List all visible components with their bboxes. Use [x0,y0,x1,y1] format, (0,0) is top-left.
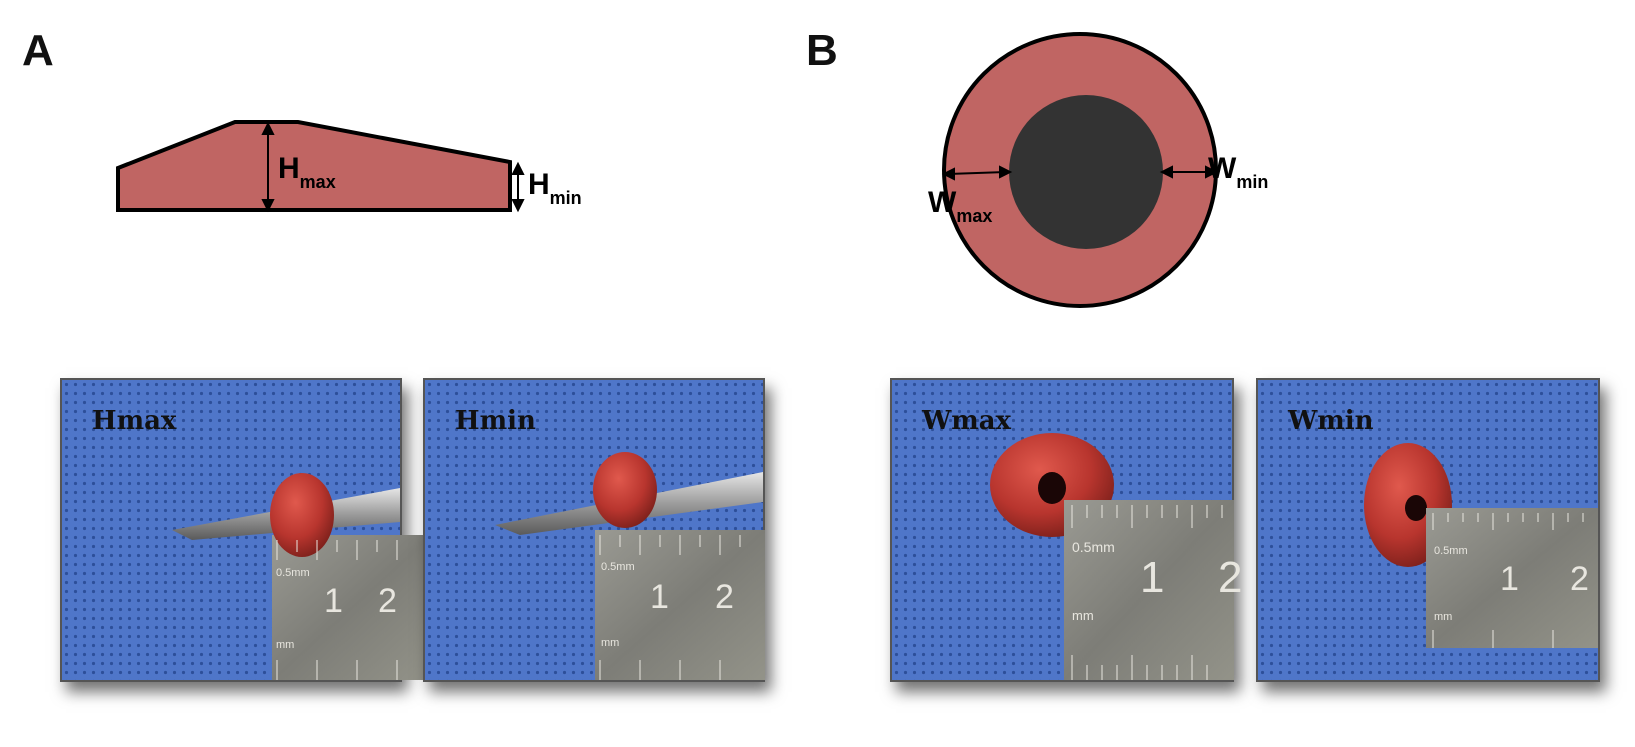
panel-label-a: A [22,26,54,75]
ruler-unit-text: 0.5mm [601,561,635,573]
ruler [1064,500,1234,680]
ruler-mm-text: mm [276,639,294,651]
specimen-lumen [1405,495,1427,521]
specimen [593,452,657,528]
wmin-label: Wmin [1208,152,1268,192]
ruler-number-1: 1 [1500,560,1519,598]
hmin-arrow [511,161,525,213]
specimen [270,473,334,557]
height-profile-diagram: Hmax Hmin [116,120,582,213]
ruler-number-1: 1 [1140,553,1164,602]
photo-wmin: 0.5mm 1 2 mm Wmin [1256,378,1600,682]
ruler-number-1: 1 [324,582,343,620]
ruler-number-2: 2 [1218,553,1242,602]
specimen-lumen [1038,472,1066,504]
ruler-number-2: 2 [715,578,734,616]
ruler-number-2: 2 [378,582,397,620]
ruler-unit-text: 0.5mm [1072,539,1115,555]
wmax-arrow [941,165,1013,181]
hmin-label: Hmin [528,168,582,208]
ruler [1426,508,1598,648]
ruler-unit-text: 0.5mm [276,567,310,579]
height-profile-shape [116,120,512,212]
width-ring-diagram: Wmax Wmin [928,32,1268,308]
panel-label-b: B [806,26,838,75]
ruler-mm-text: mm [1072,608,1094,623]
ruler [272,535,432,680]
photo-caption: Wmin [1288,406,1374,436]
ruler-number-1: 1 [650,578,669,616]
photo-caption: Hmax [92,406,177,436]
wmax-label: Wmax [928,186,992,226]
ruler-unit-text: 0.5mm [1434,545,1468,557]
wmin-arrow [1159,165,1219,179]
photo-caption: Hmin [455,406,536,436]
ruler-number-2: 2 [1570,560,1589,598]
ruler-mm-text: mm [601,637,619,649]
photo-hmax: 0.5mm 1 2 mm Hmax [60,378,432,682]
photo-wmax: 0.5mm 1 2 mm Wmax [890,378,1242,682]
hmax-label: Hmax [278,152,336,192]
ring-lumen [1009,95,1163,249]
photo-hmin: 0.5mm 1 2 mm Hmin [423,378,765,682]
hmax-arrow [261,121,275,213]
ruler-mm-text: mm [1434,611,1452,623]
photo-caption: Wmax [922,406,1012,436]
